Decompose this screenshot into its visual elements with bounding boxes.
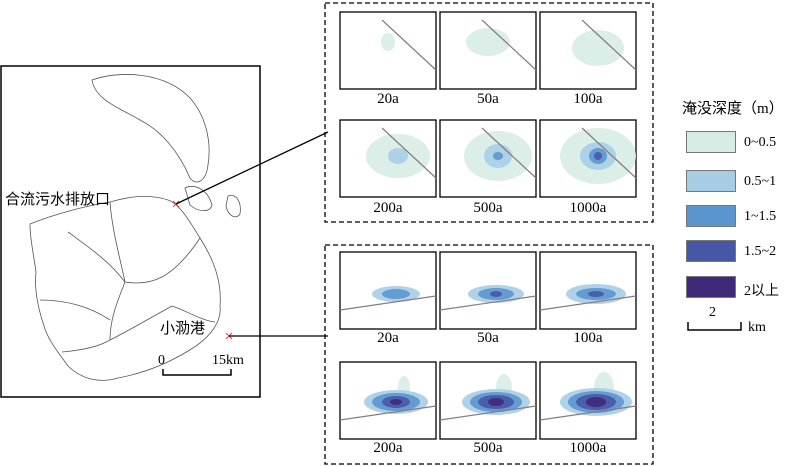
coastline: [439, 405, 537, 421]
flood-zone: [572, 30, 624, 66]
top-panel-caption-2: 50a: [477, 91, 499, 107]
bottom-panel-group: [324, 244, 654, 465]
coastline: [439, 295, 537, 311]
legend-swatch-3: [686, 205, 736, 227]
top-panel-caption-1: 20a: [377, 91, 399, 107]
legend-scalebar: [687, 322, 742, 331]
bottom-flood-panel-5: [439, 361, 537, 440]
legend-swatch-4: [686, 240, 736, 262]
bottom-panel-caption-1: 20a: [377, 330, 399, 346]
overview-map-frame: [0, 65, 261, 398]
legend-label-5: 2以上: [744, 284, 779, 299]
legend-scalebar-value: 2: [709, 305, 716, 320]
top-panel-caption-6: 1000a: [569, 200, 607, 216]
bottom-panel-caption-3: 100a: [573, 330, 603, 346]
outfall-leader-line: [175, 131, 329, 205]
bottom-panel-caption-2: 50a: [477, 330, 499, 346]
bottom-flood-panel-1: [339, 251, 437, 330]
bottom-flood-panel-2: [439, 251, 537, 330]
coastline: [481, 127, 537, 179]
top-panel-group: [324, 2, 654, 223]
top-panel-caption-3: 100a: [573, 91, 603, 107]
flood-zone: [488, 398, 504, 406]
top-panels: [339, 11, 637, 198]
port-label: 小泐港: [160, 321, 206, 337]
bottom-flood-panel-4: [339, 361, 437, 440]
flood-zone: [588, 291, 604, 297]
overview-scalebar: [162, 369, 232, 376]
legend-label-2: 0.5~1: [744, 174, 777, 189]
top-panel-caption-5: 500a: [473, 200, 503, 216]
legend-label-3: 1~1.5: [744, 209, 777, 224]
overview-scalebar-end: 15km: [212, 353, 244, 368]
top-flood-panel-4: [339, 119, 437, 198]
legend-label-1: 0~0.5: [744, 135, 777, 150]
bottom-panel-caption-5: 500a: [473, 440, 503, 456]
legend-scalebar-unit: km: [748, 320, 766, 335]
bottom-flood-panel-6: [539, 361, 637, 440]
legend-label-4: 1.5~2: [744, 244, 777, 259]
flood-zone: [390, 399, 402, 405]
flood-zone: [388, 148, 408, 164]
overview-scalebar-start: 0: [158, 353, 165, 368]
legend-swatch-5: [686, 276, 736, 298]
top-panel-caption-4: 200a: [373, 200, 403, 216]
coastline: [481, 19, 537, 71]
legend-swatch-2: [686, 170, 736, 192]
flood-zone: [466, 28, 510, 56]
legend-title: 淹没深度（m）: [682, 101, 784, 117]
top-flood-panel-1: [339, 11, 437, 90]
coastline: [381, 19, 437, 71]
bottom-flood-panel-3: [539, 251, 637, 330]
coastline: [581, 19, 637, 71]
legend-swatch-1: [686, 131, 736, 153]
coastline: [539, 295, 637, 311]
bottom-panel-caption-4: 200a: [373, 440, 403, 456]
coastline: [581, 127, 637, 179]
top-flood-panel-3: [539, 11, 637, 90]
top-flood-panel-5: [439, 119, 537, 198]
flood-zone: [490, 291, 502, 297]
bottom-panel-caption-6: 1000a: [569, 440, 607, 456]
coastline: [381, 127, 437, 179]
flood-zone: [594, 152, 602, 160]
outfall-label: 合流污水排放口: [5, 192, 111, 208]
flood-zone: [586, 397, 606, 407]
top-flood-panel-6: [539, 119, 637, 198]
flood-zone: [493, 152, 503, 160]
flood-zone: [381, 33, 395, 51]
top-flood-panel-2: [439, 11, 537, 90]
coastline: [339, 405, 437, 421]
coastline: [539, 405, 637, 421]
bottom-panels: [339, 251, 637, 440]
shanghai-outline: [29, 74, 241, 381]
coastline: [339, 295, 437, 311]
flood-zone: [382, 289, 410, 299]
